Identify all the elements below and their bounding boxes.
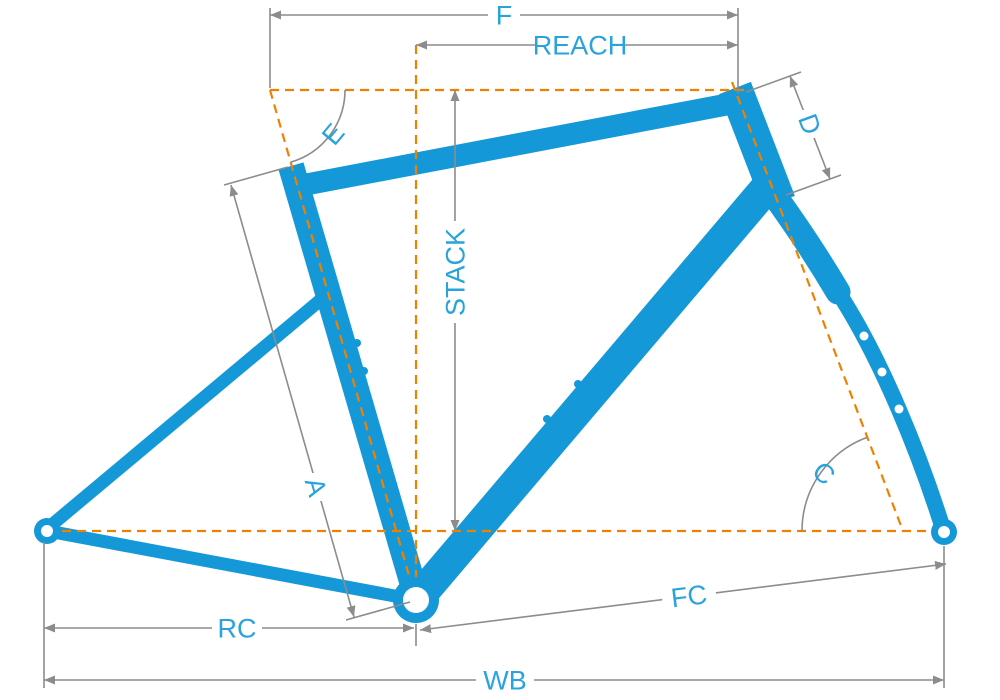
dimension-fc: FC — [419, 546, 947, 688]
down-tube — [406, 175, 781, 608]
bottle-boss — [574, 380, 582, 388]
bottom-bracket-hole — [403, 587, 429, 613]
label-background — [660, 579, 718, 613]
dimension-rc: RC — [43, 542, 417, 688]
bottle-boss — [353, 339, 361, 347]
label-stack: STACK — [440, 228, 470, 316]
angle-arc-c — [801, 436, 867, 532]
label-c: C — [806, 456, 841, 491]
dimension-c: C — [801, 436, 867, 532]
frame-bearings — [34, 518, 957, 623]
rear-axle-hole — [41, 525, 53, 537]
label-fc: FC — [669, 579, 708, 613]
extension-line — [785, 174, 842, 196]
label-background — [302, 473, 330, 501]
extension-line — [223, 166, 289, 186]
label-rc: RC — [218, 613, 257, 643]
top-tube — [290, 91, 743, 198]
label-background — [212, 616, 262, 640]
label-background — [535, 33, 625, 57]
front-axle-hole — [938, 526, 950, 538]
dimension-stack: STACK — [440, 90, 470, 531]
dimension-reach: REACH — [416, 30, 738, 60]
label-reach: REACH — [533, 30, 628, 60]
dimension-a: A — [223, 166, 411, 621]
fork-mount-hole — [859, 331, 869, 341]
extension-line — [745, 71, 802, 93]
bike-frame — [43, 81, 952, 608]
label-wb: WB — [483, 665, 527, 695]
extension-line — [345, 601, 411, 621]
label-background — [441, 221, 469, 323]
reference-lines — [47, 45, 944, 601]
dimension-line-a — [229, 184, 356, 618]
label-background — [796, 110, 824, 138]
seat-tube-axis-reference-line — [268, 89, 418, 601]
bottle-boss — [543, 415, 551, 423]
fork-mount-hole — [894, 404, 904, 414]
dimension-e: E — [290, 89, 351, 163]
dimension-d: D — [745, 71, 842, 196]
fork-blade — [830, 284, 952, 540]
fork-crown — [759, 179, 851, 305]
dimension-f: F — [269, 0, 739, 93]
bottle-boss — [360, 367, 368, 375]
steering-axis-reference-line — [730, 81, 905, 532]
label-background — [488, 3, 520, 27]
label-background — [476, 668, 534, 692]
angle-arc-e — [290, 89, 346, 163]
dimension-wb: WB — [44, 665, 944, 695]
fork-mount-hole — [877, 367, 887, 377]
chain-stay — [46, 524, 418, 607]
seat-stay — [43, 287, 335, 533]
label-f: F — [496, 0, 513, 30]
